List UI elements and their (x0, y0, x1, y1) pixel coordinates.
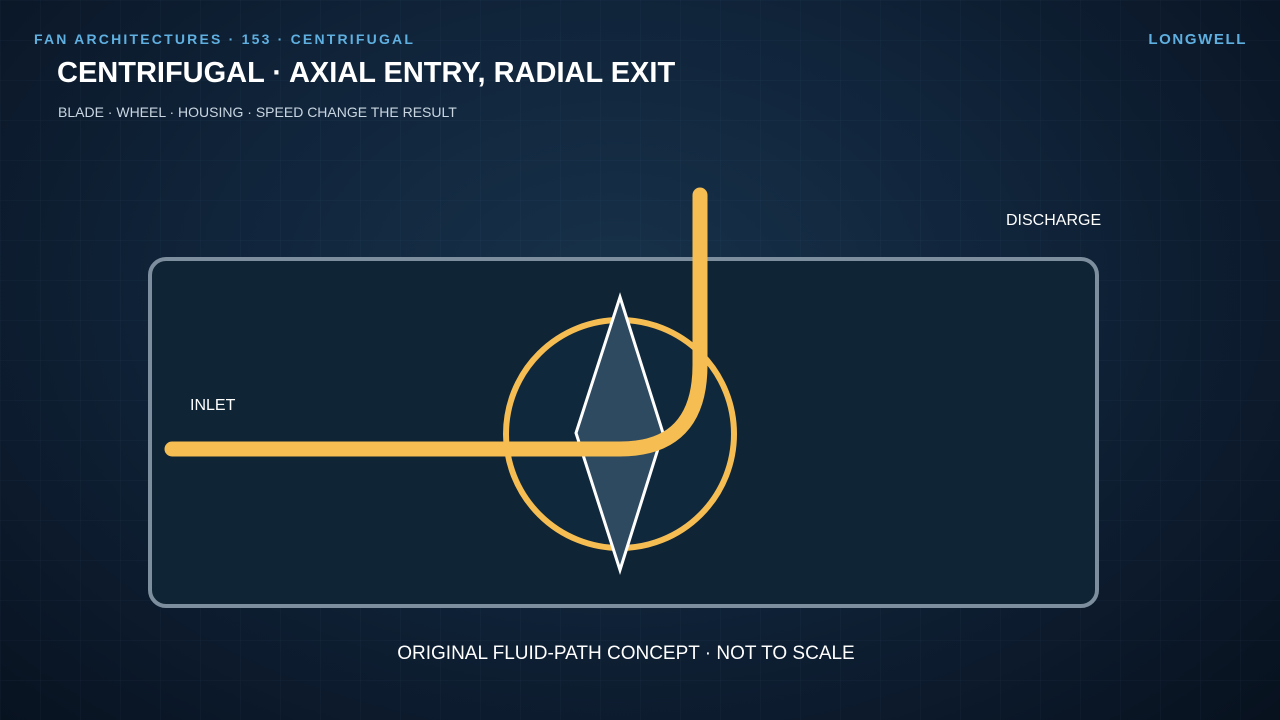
page-title: CENTRIFUGAL · AXIAL ENTRY, RADIAL EXIT (57, 57, 676, 89)
section-kicker: FAN ARCHITECTURES · 153 · CENTRIFUGAL (34, 31, 416, 47)
flow-path (164, 187, 708, 457)
brand-logo-text: LONGWELL (1148, 31, 1247, 48)
blade (574, 292, 665, 575)
diagram-caption: ORIGINAL FLUID-PATH CONCEPT · NOT TO SCA… (397, 643, 855, 664)
page-subtitle: BLADE · WHEEL · HOUSING · SPEED CHANGE T… (58, 104, 457, 120)
discharge-label: DISCHARGE (1006, 212, 1102, 229)
inlet-label: INLET (190, 397, 236, 414)
